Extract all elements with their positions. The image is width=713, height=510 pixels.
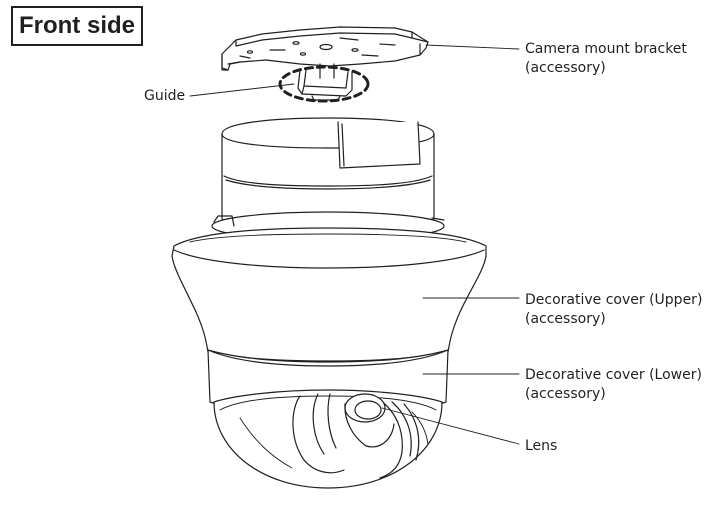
section-title: Front side — [11, 6, 143, 46]
leader-line-lens — [381, 407, 520, 445]
mount-bracket-shape — [221, 26, 429, 71]
label-cover-upper-line2: (accessory) — [525, 311, 606, 327]
camera-base-shape — [211, 117, 445, 241]
label-cover-lower-line2: (accessory) — [525, 386, 606, 402]
dome-shape — [213, 389, 443, 489]
label-camera-mount-bracket: Camera mount bracket (accessory) — [525, 40, 687, 78]
leader-lines — [189, 44, 520, 445]
guide-highlight-circle — [278, 65, 370, 103]
leader-line-bracket — [425, 44, 520, 50]
label-bracket-line1: Camera mount bracket — [525, 41, 687, 57]
label-bracket-line2: (accessory) — [525, 60, 606, 76]
label-decorative-cover-lower: Decorative cover (Lower) (accessory) — [525, 366, 702, 404]
cover-upper-shape — [171, 227, 487, 362]
label-cover-upper-line1: Decorative cover (Upper) — [525, 292, 703, 308]
leader-line-guide — [189, 83, 295, 97]
cover-lower-shape — [207, 349, 449, 415]
label-cover-lower-line1: Decorative cover (Lower) — [525, 367, 702, 383]
label-guide: Guide — [144, 87, 185, 106]
label-guide-line1: Guide — [144, 88, 186, 104]
label-lens: Lens — [525, 437, 557, 456]
label-decorative-cover-upper: Decorative cover (Upper) (accessory) — [525, 291, 702, 329]
label-lens-line1: Lens — [525, 438, 558, 454]
